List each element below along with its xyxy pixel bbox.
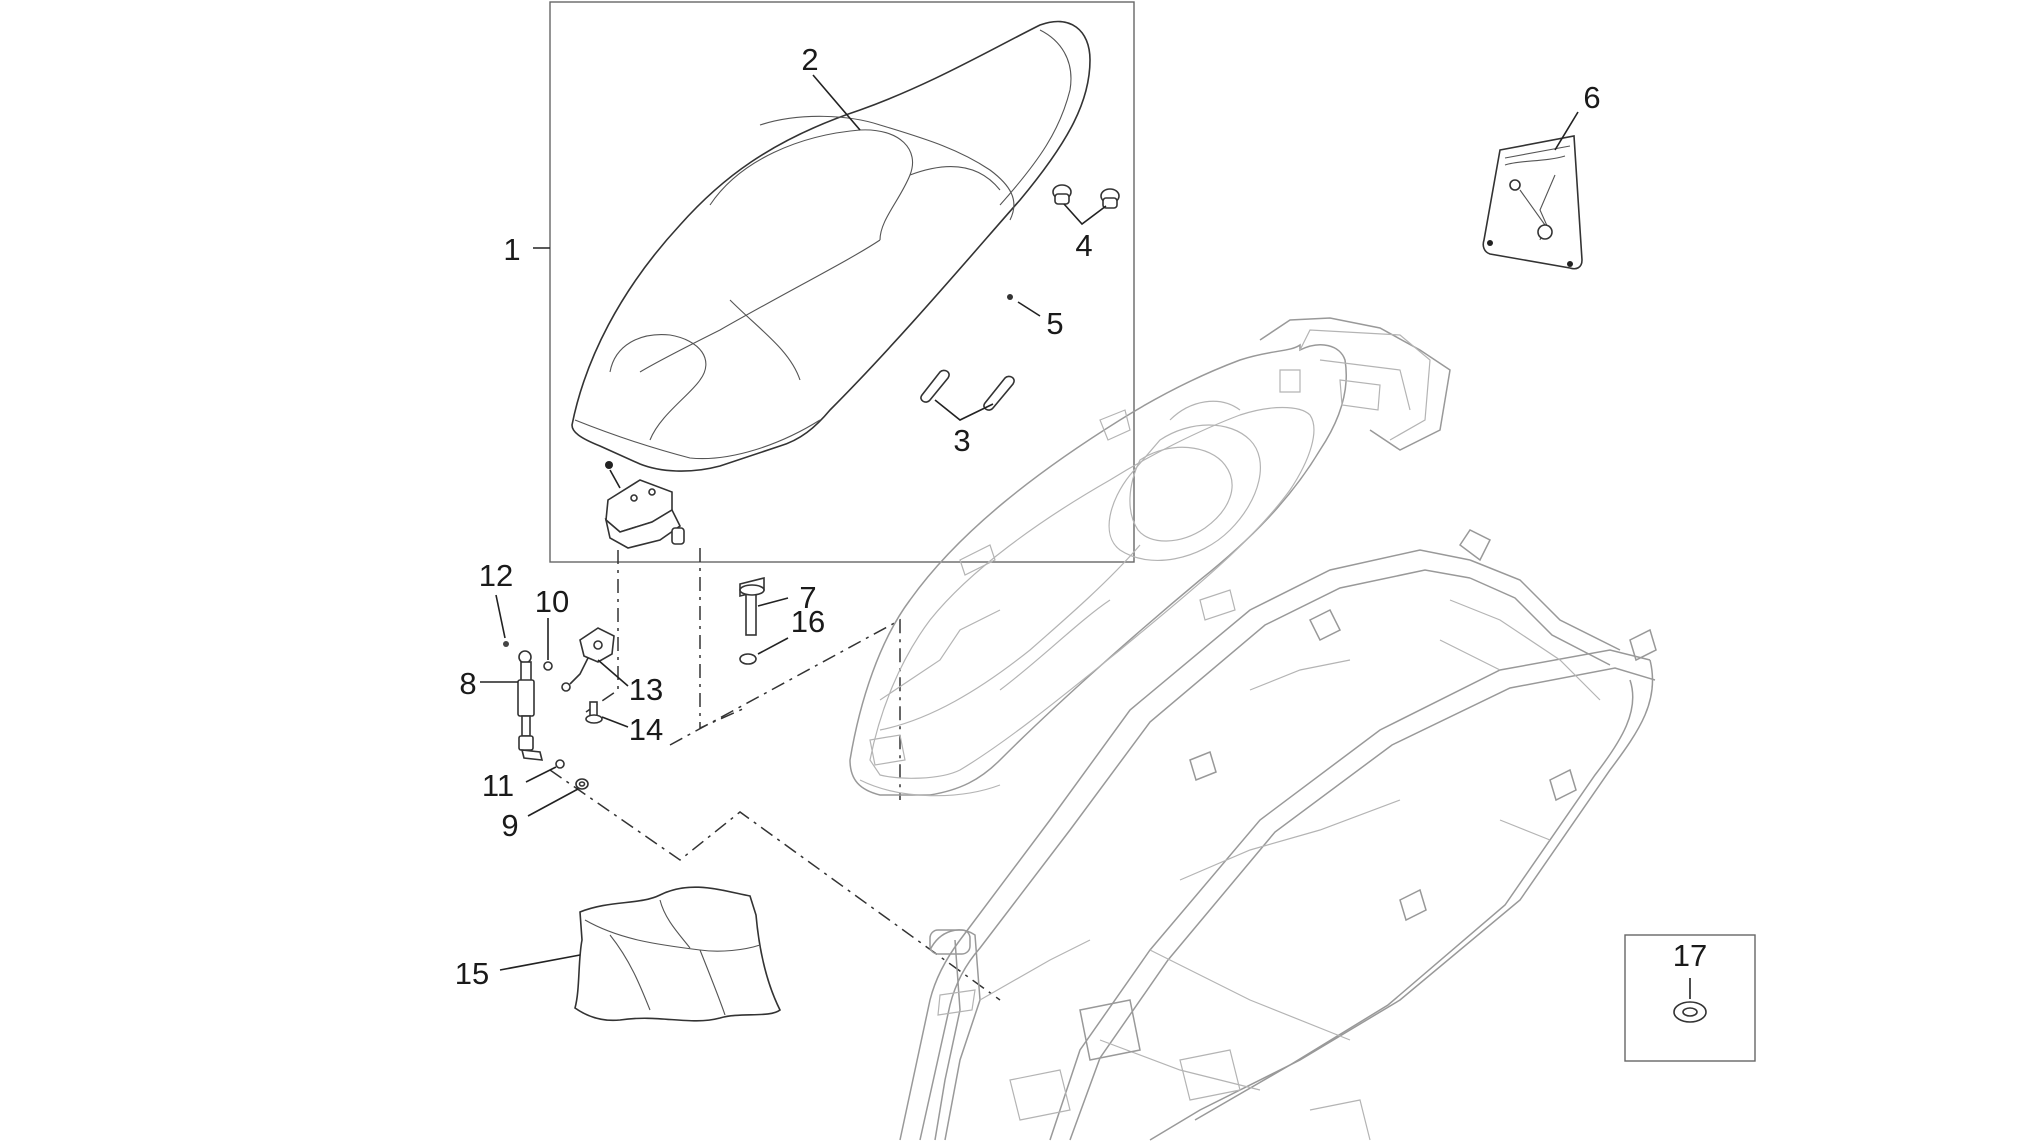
leader-16 bbox=[757, 637, 789, 655]
leader-lock bbox=[609, 469, 621, 489]
bolt-part bbox=[739, 576, 765, 636]
callout-9: 9 bbox=[501, 808, 518, 843]
helmet-compartment bbox=[849, 317, 1451, 797]
leader-2 bbox=[812, 74, 861, 131]
leader-3 bbox=[934, 399, 994, 421]
callout-4: 4 bbox=[1075, 228, 1092, 263]
callout-8: 8 bbox=[459, 666, 476, 701]
leader-9 bbox=[527, 788, 579, 817]
callout-5: 5 bbox=[1046, 306, 1063, 341]
leader-15 bbox=[499, 954, 581, 971]
leader-14 bbox=[601, 716, 629, 728]
washer-11-part bbox=[555, 759, 565, 769]
clip-12-part bbox=[503, 641, 509, 647]
tool-kit-part bbox=[1482, 135, 1583, 270]
callout-11: 11 bbox=[482, 768, 514, 803]
callout-1: 1 bbox=[503, 232, 520, 267]
bracket-part bbox=[561, 627, 615, 692]
seat-cover-part bbox=[574, 886, 782, 1022]
callout-7: 7 bbox=[799, 580, 816, 615]
leader-11 bbox=[525, 766, 557, 783]
gas-strut-part bbox=[517, 650, 544, 761]
seat-part bbox=[571, 20, 1091, 472]
callout-17: 17 bbox=[1673, 938, 1707, 973]
washer-17-box bbox=[1624, 934, 1756, 1062]
seat-lock-part bbox=[604, 461, 685, 549]
nut-9-part bbox=[575, 778, 589, 790]
callout-16: 16 bbox=[791, 604, 825, 639]
callout-15: 15 bbox=[455, 956, 489, 991]
callout-3: 3 bbox=[953, 423, 970, 458]
chassis-frame bbox=[899, 529, 1657, 1141]
callout-14: 14 bbox=[629, 712, 663, 747]
callout-2: 2 bbox=[801, 42, 818, 77]
callout-10: 10 bbox=[535, 584, 569, 619]
leader-13 bbox=[597, 659, 629, 687]
callout-13: 13 bbox=[629, 672, 663, 707]
leader-6 bbox=[1554, 111, 1579, 151]
leader-12 bbox=[495, 594, 506, 639]
hinge-pins-part bbox=[920, 369, 1015, 411]
washer-10-part bbox=[543, 661, 553, 671]
callout-12: 12 bbox=[479, 558, 513, 593]
washer-17-part bbox=[1673, 1001, 1707, 1023]
screw-14-part bbox=[585, 701, 603, 724]
leader-4 bbox=[1063, 203, 1107, 226]
leader-7 bbox=[757, 597, 789, 607]
washer-part bbox=[739, 653, 757, 665]
seat-kit-box bbox=[549, 1, 1135, 563]
leader-5 bbox=[1017, 301, 1041, 317]
callout-6: 6 bbox=[1583, 80, 1600, 115]
screw-part bbox=[1007, 294, 1013, 300]
rubber-buffers-part bbox=[1052, 184, 1120, 209]
